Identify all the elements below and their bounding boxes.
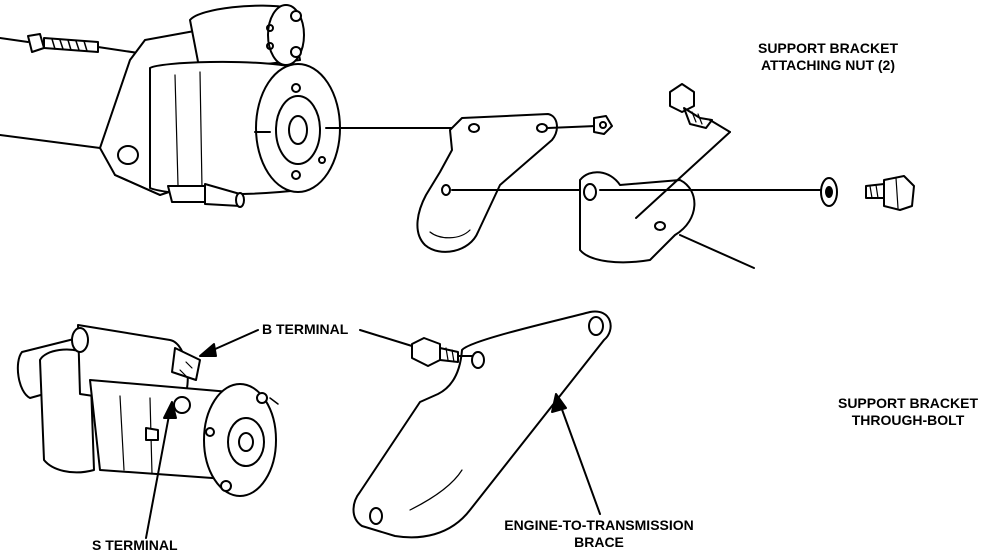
starter-motor-lower-icon xyxy=(16,324,279,497)
rear-bracket-icon xyxy=(579,83,821,269)
mounting-bolt-icon xyxy=(0,33,146,55)
support-bracket-icon xyxy=(416,113,597,253)
attaching-nut-icon xyxy=(593,115,613,135)
support-bracket-nut-label: SUPPORT BRACKET ATTACHING NUT (2) xyxy=(757,40,898,73)
engine-brace-label: ENGINE-TO-TRANSMISSION BRACE xyxy=(504,517,694,550)
support-bracket-bolt-label: SUPPORT BRACKET THROUGH-BOLT xyxy=(837,395,978,428)
b-terminal-pointer xyxy=(199,329,259,357)
brace-pointer xyxy=(551,393,601,515)
b-terminal-label: B TERMINAL xyxy=(262,321,349,337)
s-terminal-pointer xyxy=(145,401,177,539)
starter-motor-upper-icon xyxy=(0,4,461,208)
through-bolt-icon xyxy=(820,175,915,211)
engine-transmission-brace-icon xyxy=(352,310,612,539)
s-terminal-label: S TERMINAL xyxy=(92,537,178,553)
